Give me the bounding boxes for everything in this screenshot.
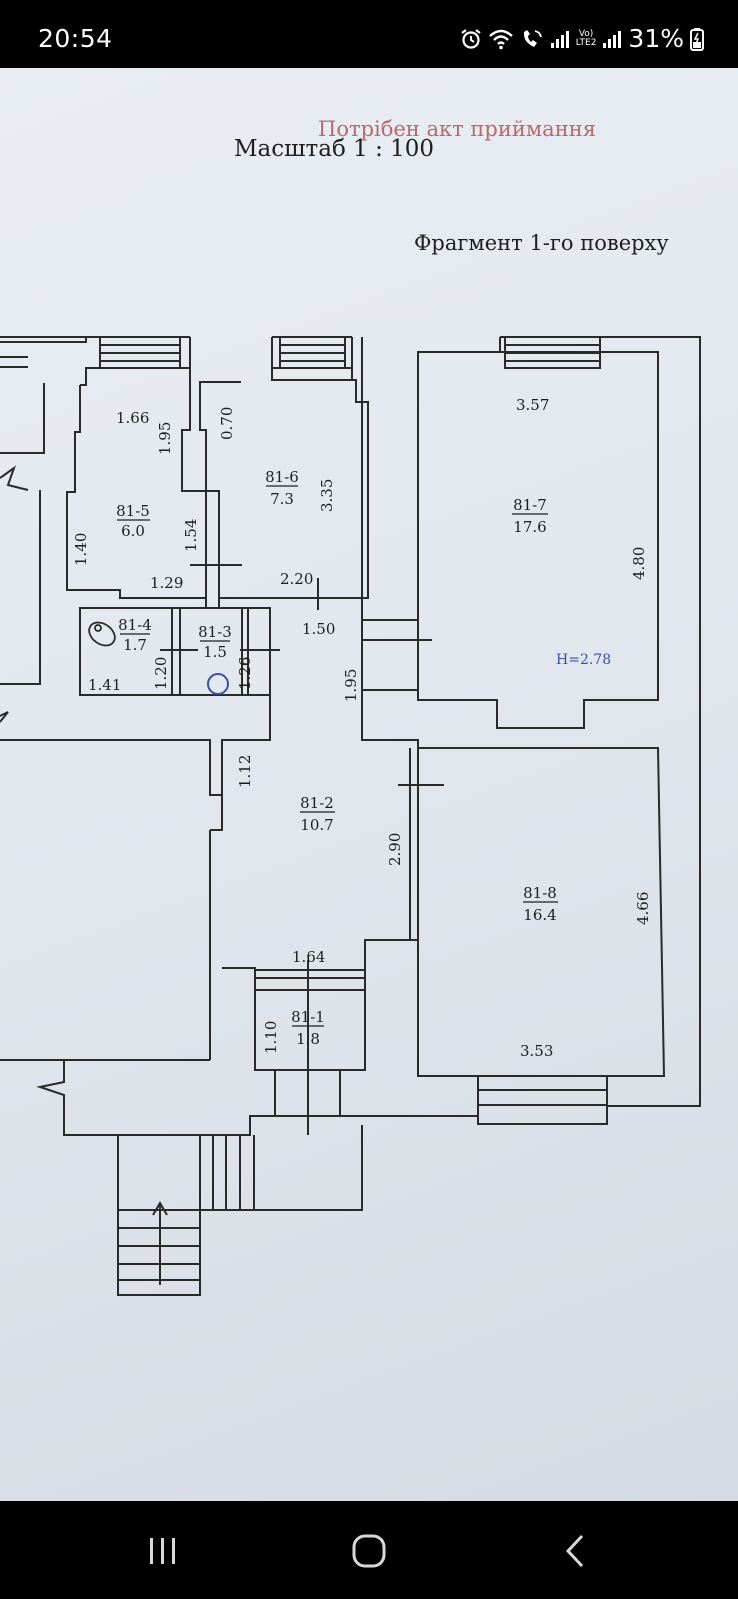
door-mark — [361, 620, 432, 691]
dimension-label: 4.66 — [634, 892, 652, 925]
room-area-81-2: 10.7 — [300, 816, 333, 834]
wall — [274, 1070, 341, 1117]
dimension-label: 1.95 — [156, 422, 174, 455]
wifi-call-icon — [520, 28, 544, 50]
dimension-label: 1.12 — [236, 755, 254, 788]
room-id-81-6: 81-6 — [265, 468, 299, 486]
scale-label: Масштаб 1 : 100 — [234, 136, 434, 162]
wall — [171, 608, 181, 695]
room-area-81-7: 17.6 — [513, 518, 546, 536]
dimension-label: 3.35 — [318, 479, 336, 512]
room-81-8 — [222, 690, 666, 1077]
back-button[interactable] — [556, 1531, 596, 1571]
wifi-icon — [488, 28, 514, 50]
wall — [205, 490, 220, 609]
wall — [0, 465, 29, 491]
signal-icon — [602, 29, 622, 49]
floor-plan: Потрібен акт приймання Масштаб 1 : 100 Ф… — [0, 117, 701, 1296]
dimension-label: 3.57 — [516, 396, 549, 414]
room-id-81-8: 81-8 — [523, 884, 557, 902]
lte-label: Vo) LTE2 — [575, 28, 597, 48]
window — [279, 337, 346, 369]
room-area-81-8: 16.4 — [523, 906, 556, 924]
status-time: 20:54 — [38, 24, 113, 53]
dimension-label: 1.50 — [302, 620, 335, 638]
dimension-label: 2.20 — [280, 570, 313, 588]
height-note: H=2.78 — [556, 652, 611, 668]
wall — [0, 356, 28, 368]
status-icons: Vo) LTE2 31% — [460, 24, 704, 53]
navigation-bar — [0, 1501, 738, 1599]
stairs — [199, 1135, 255, 1210]
room-id-81-7: 81-7 — [513, 496, 547, 514]
toilet-icon — [94, 624, 102, 632]
floor-plan-photo: Потрібен акт приймання Масштаб 1 : 100 Ф… — [0, 68, 738, 1501]
battery-charging-icon — [690, 27, 704, 51]
dimension-label: 1.20 — [152, 657, 170, 690]
sink-icon — [207, 673, 229, 695]
dimension-label: 1.40 — [72, 533, 90, 566]
room-id-81-5: 81-5 — [116, 502, 150, 520]
back-icon — [565, 1534, 584, 1568]
wall — [241, 608, 249, 695]
recent-apps-icon — [150, 1538, 175, 1564]
wall — [0, 336, 87, 343]
wall — [0, 711, 9, 723]
alarm-icon — [460, 28, 482, 50]
dimension-label: 4.80 — [630, 547, 648, 580]
room-id-81-1: 81-1 — [291, 1008, 325, 1026]
wall — [499, 337, 601, 352]
stamp-text: Потрібен акт приймання — [318, 117, 596, 141]
dimension-label: 0.70 — [218, 407, 236, 440]
room-id-81-4: 81-4 — [118, 616, 152, 634]
wall — [0, 695, 271, 796]
room-area-81-1: 1.8 — [296, 1030, 320, 1048]
wall — [0, 1059, 275, 1136]
window — [99, 337, 181, 369]
dimension-label: 1.26 — [236, 657, 254, 690]
room-area-81-6: 7.3 — [270, 490, 294, 508]
battery-percent: 31% — [628, 24, 684, 53]
home-icon — [352, 1534, 386, 1568]
dimension-label: 1.41 — [88, 676, 121, 694]
dimension-label: 1.95 — [342, 669, 360, 702]
stairs-arrow — [152, 1201, 168, 1285]
room-area-81-5: 6.0 — [121, 522, 145, 540]
dimension-label: 1.64 — [292, 948, 325, 966]
window — [504, 337, 601, 369]
dimension-label: 1.29 — [150, 574, 183, 592]
room-area-81-4: 1.7 — [123, 636, 147, 654]
wall — [0, 490, 41, 685]
room-81-7 — [351, 337, 659, 729]
room-81-5 — [66, 337, 207, 599]
window — [477, 1076, 608, 1125]
room-81-1 — [254, 969, 366, 1071]
signal-icon — [550, 29, 570, 49]
wall — [409, 748, 419, 940]
stairs — [117, 1125, 363, 1296]
dimension-label: 1.54 — [182, 519, 200, 552]
room-id-81-2: 81-2 — [300, 794, 334, 812]
room-id-81-3: 81-3 — [198, 623, 232, 641]
dimension-label: 1.10 — [262, 1021, 280, 1054]
wall — [0, 383, 45, 454]
toilet-icon — [88, 621, 116, 647]
home-button[interactable] — [349, 1531, 389, 1571]
recent-apps-button[interactable] — [143, 1531, 183, 1571]
fragment-label: Фрагмент 1-го поверху — [414, 231, 669, 255]
dimension-label: 1.66 — [116, 409, 149, 427]
outer-wall — [86, 336, 701, 1107]
dimension-label: 3.53 — [520, 1042, 553, 1060]
room-area-81-3: 1.5 — [203, 643, 227, 661]
dimension-label: 2.90 — [386, 833, 404, 866]
status-bar: 20:54 — [0, 0, 738, 68]
wall — [209, 795, 223, 1060]
